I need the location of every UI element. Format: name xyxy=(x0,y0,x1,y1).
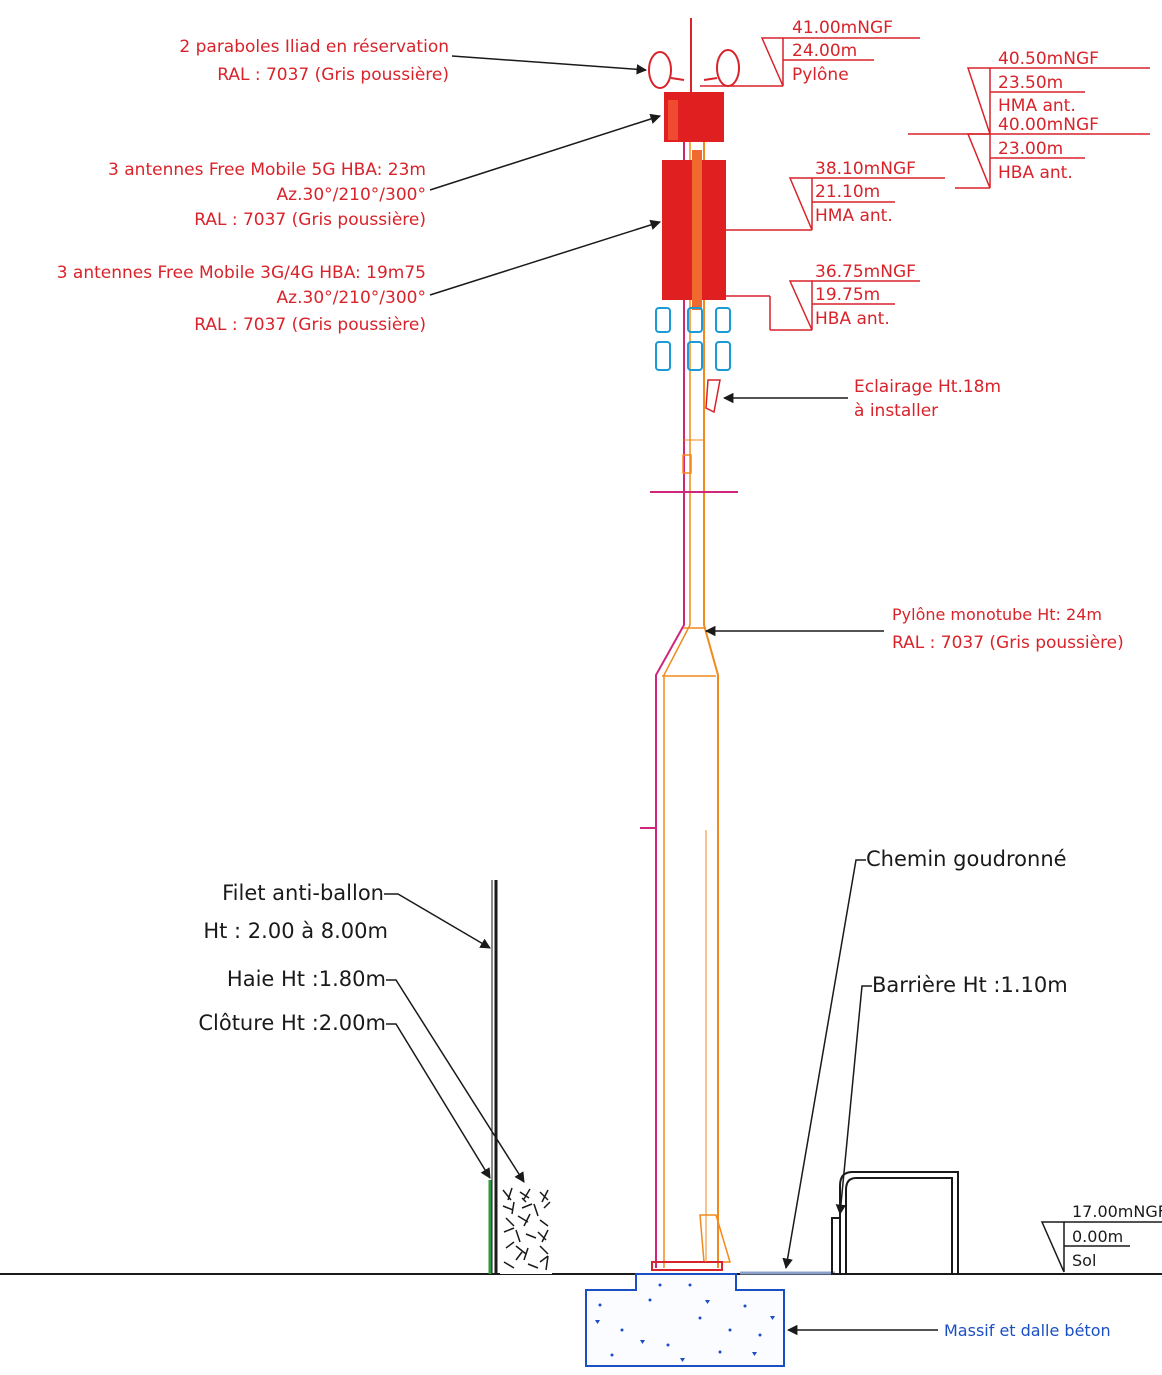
elev-hma-mid-height: 21.10m xyxy=(815,182,880,202)
elevation-sol: 17.00mNGF 0.00m Sol xyxy=(1040,1202,1162,1273)
elevation-hma-top: 40.50mNGF 23.50m HMA ant. xyxy=(908,49,1150,135)
elevation-hba-mid: 36.75mNGF 19.75m HBA ant. xyxy=(726,262,920,331)
elev-hma-mid-ngf: 38.10mNGF xyxy=(815,159,916,179)
parabolic-dishes xyxy=(648,49,740,89)
label-pylone-line2: RAL : 7037 (Gris poussière) xyxy=(892,633,1124,653)
elev-pylone-name: Pylône xyxy=(792,65,849,85)
label-ant34g-line3: RAL : 7037 (Gris poussière) xyxy=(194,315,426,335)
elev-hma-top-name: HMA ant. xyxy=(998,96,1076,116)
elev-sol-height: 0.00m xyxy=(1072,1227,1123,1246)
label-ant34g-line2: Az.30°/210°/300° xyxy=(277,288,426,308)
annotation-paraboles: 2 paraboles Iliad en réservation RAL : 7… xyxy=(179,37,648,85)
label-barriere: Barrière Ht :1.10m xyxy=(872,973,1068,997)
annotation-antennas-3g4g: 3 antennes Free Mobile 3G/4G HBA: 19m75 … xyxy=(57,219,662,335)
antennas-3g-4g xyxy=(662,150,726,310)
label-pylone-line1: Pylône monotube Ht: 24m xyxy=(892,605,1102,624)
elevation-hba-top: 40.00mNGF 23.00m HBA ant. xyxy=(955,115,1099,189)
elev-hba-mid-name: HBA ant. xyxy=(815,309,890,329)
annotation-pylone: Pylône monotube Ht: 24m RAL : 7037 (Gris… xyxy=(704,605,1124,653)
label-cloture: Clôture Ht :2.00m xyxy=(198,1011,386,1035)
label-filet-line1: Filet anti-ballon xyxy=(222,881,384,905)
lighting-fixture xyxy=(705,379,721,414)
antennas-5g xyxy=(664,92,724,142)
label-massif: Massif et dalle béton xyxy=(944,1321,1111,1340)
elev-hma-top-height: 23.50m xyxy=(998,73,1063,93)
label-eclairage-line2: à installer xyxy=(854,401,938,421)
annotation-filet: Filet anti-ballon Ht : 2.00 à 8.00m xyxy=(203,881,491,949)
elev-hba-mid-height: 19.75m xyxy=(815,285,880,305)
label-paraboles-line2: RAL : 7037 (Gris poussière) xyxy=(217,65,449,85)
label-haie: Haie Ht :1.80m xyxy=(227,967,386,991)
label-paraboles-line1: 2 paraboles Iliad en réservation xyxy=(179,37,449,57)
label-ant5g-line2: Az.30°/210°/300° xyxy=(277,185,426,205)
annotation-barriere: Barrière Ht :1.10m xyxy=(835,973,1068,1216)
elev-sol-name: Sol xyxy=(1072,1251,1096,1270)
elev-pylone-ngf: 41.00mNGF xyxy=(792,18,893,38)
label-ant5g-line1: 3 antennes Free Mobile 5G HBA: 23m xyxy=(108,160,426,180)
barrier xyxy=(831,1171,959,1275)
label-filet-line2: Ht : 2.00 à 8.00m xyxy=(203,919,388,943)
elevation-pylone: 41.00mNGF 24.00m Pylône xyxy=(700,18,920,87)
label-eclairage-line1: Eclairage Ht.18m xyxy=(854,377,1001,397)
hedge xyxy=(488,1180,552,1274)
elev-hma-mid-name: HMA ant. xyxy=(815,206,893,226)
elevation-hma-mid: 38.10mNGF 21.10m HMA ant. xyxy=(726,159,945,231)
label-ant5g-line3: RAL : 7037 (Gris poussière) xyxy=(194,210,426,230)
elev-sol-ngf: 17.00mNGF xyxy=(1072,1202,1162,1221)
annotation-massif: Massif et dalle béton xyxy=(786,1321,1111,1340)
elev-hba-mid-ngf: 36.75mNGF xyxy=(815,262,916,282)
elev-hba-top-name: HBA ant. xyxy=(998,163,1073,183)
elev-pylone-height: 24.00m xyxy=(792,41,857,61)
annotation-eclairage: Eclairage Ht.18m à installer xyxy=(722,377,1001,421)
label-ant34g-line1: 3 antennes Free Mobile 3G/4G HBA: 19m75 xyxy=(57,263,426,283)
elev-hma-top-ngf: 40.50mNGF xyxy=(998,49,1099,69)
annotation-chemin: Chemin goudronné xyxy=(782,847,1067,1270)
annotation-antennas-5g: 3 antennes Free Mobile 5G HBA: 23m Az.30… xyxy=(108,113,661,230)
concrete-foundation xyxy=(585,1273,785,1367)
annotation-haie: Haie Ht :1.80m xyxy=(227,967,525,1183)
elev-hba-top-ngf: 40.00mNGF xyxy=(998,115,1099,135)
pylon-shaft xyxy=(640,95,738,1271)
annotation-cloture: Clôture Ht :2.00m xyxy=(198,1011,491,1179)
label-chemin: Chemin goudronné xyxy=(866,847,1067,871)
elev-hba-top-height: 23.00m xyxy=(998,139,1063,159)
radio-units xyxy=(655,307,731,371)
